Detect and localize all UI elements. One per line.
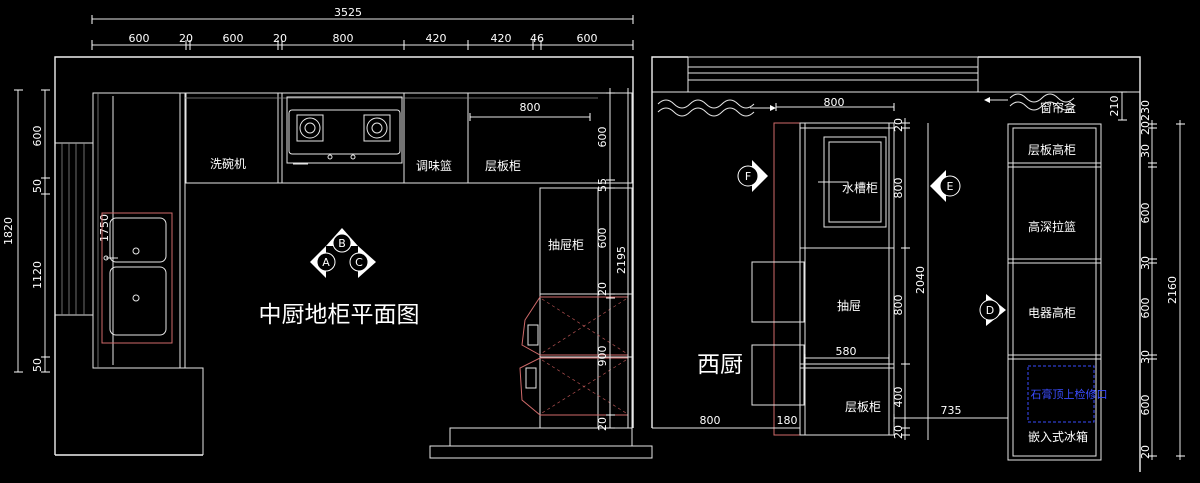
label-dishwasher: 洗碗机: [210, 156, 246, 171]
label-curtain-box: 窗帘盒: [1040, 100, 1076, 115]
west-top-dim: 800: [824, 96, 845, 109]
dim-seg-8: 46: [530, 32, 544, 45]
mid-right-dim-7: 20: [596, 417, 609, 431]
west-col-dim-1: 20: [892, 118, 905, 132]
dim-seg-7: 420: [491, 32, 512, 45]
view-marker-d: D: [979, 294, 1006, 326]
mid-right-dim-3: 600: [596, 228, 609, 249]
middle-kitchen-plan: 800 洗碗机 调味篮 层板柜 抽屉柜 600 55 600: [54, 56, 653, 459]
west-right-dim-7: 30: [1139, 350, 1152, 364]
dim-seg-5: 800: [333, 32, 354, 45]
marker-a: A: [322, 256, 330, 269]
west-right-dim-1: 20: [1139, 121, 1152, 135]
dim-left-seg-1: 600: [31, 126, 44, 147]
west-col-dim-2: 800: [892, 178, 905, 199]
dim-left-total: 1820: [2, 217, 15, 245]
marker-d: D: [986, 304, 994, 317]
west-dim-580: 580: [836, 345, 857, 358]
dim-left-seg-2: 50: [31, 179, 44, 193]
west-col-dim-5: 400: [892, 387, 905, 408]
dim-seg-4: 20: [273, 32, 287, 45]
west-right-dim-4: 600: [1139, 203, 1152, 224]
label-drawer: 抽屉: [837, 299, 861, 313]
view-marker-abc: B A C: [310, 228, 376, 278]
label-seasoning: 调味篮: [416, 158, 452, 173]
label-shelf-cabinet: 层板柜: [485, 159, 521, 173]
west-right-dim-3: 230: [1139, 100, 1152, 121]
label-fridge: 嵌入式冰箱: [1028, 429, 1088, 444]
marker-c: C: [355, 256, 363, 269]
label-deep-basket: 高深拉篮: [1028, 219, 1076, 234]
left-dimensions: 1820 600 50 1120 50 1750: [2, 89, 114, 373]
top-dimensions: 3525 600 20 600 20 800 420 420 46 600: [91, 6, 634, 50]
shelf-dim-800: 800: [520, 101, 541, 114]
dim-left-inner: 1750: [98, 214, 111, 242]
west-dim-180: 180: [777, 414, 798, 427]
mid-right-dim-6: 900: [596, 346, 609, 367]
mid-right-dim-4: 2195: [615, 246, 628, 274]
west-col-dim-6: 20: [892, 425, 905, 439]
plan-title: 中厨地柜平面图: [259, 302, 420, 328]
dim-seg-1: 600: [129, 32, 150, 45]
dim-left-seg-3: 1120: [31, 261, 44, 289]
west-right-dim-5: 30: [1139, 256, 1152, 270]
dim-seg-9: 600: [577, 32, 598, 45]
label-west-shelf: 层板柜: [845, 400, 881, 414]
mid-right-dim-2: 55: [596, 178, 609, 192]
dim-seg-6: 420: [426, 32, 447, 45]
dim-seg-2: 20: [179, 32, 193, 45]
mid-right-dim-5: 20: [596, 282, 609, 296]
label-drawer-cabinet: 抽屉柜: [548, 238, 584, 252]
west-right-dim-2: 30: [1139, 144, 1152, 158]
west-right-dim-6: 600: [1139, 298, 1152, 319]
label-sink-cabinet: 水槽柜: [842, 181, 878, 195]
dim-seg-3: 600: [223, 32, 244, 45]
mid-right-dim-1: 600: [596, 127, 609, 148]
west-col-dim-4: 800: [892, 295, 905, 316]
marker-e: E: [947, 180, 954, 193]
west-dim-210: 210: [1108, 96, 1121, 117]
label-tall-shelf: 层板高柜: [1028, 142, 1076, 157]
west-dim-800-left: 800: [700, 414, 721, 427]
label-access-panel-note: 石膏顶上检修口: [1031, 387, 1108, 401]
view-marker-f: F: [737, 160, 768, 192]
west-dim-735: 735: [941, 404, 962, 417]
dim-total-width: 3525: [334, 6, 362, 19]
west-kitchen-plan: 窗帘盒 800 水槽柜 抽屉 层板柜 580 800 180: [651, 56, 1185, 472]
marker-b: B: [338, 237, 346, 250]
label-appliance-tall: 电器高柜: [1028, 305, 1076, 320]
west-right-dim-9: 20: [1139, 445, 1152, 459]
marker-f: F: [745, 170, 751, 183]
west-right-dim-8: 600: [1139, 395, 1152, 416]
west-title: 西厨: [697, 352, 743, 378]
view-marker-e: E: [930, 170, 961, 202]
west-right-total: 2160: [1166, 276, 1179, 304]
dim-left-seg-4: 50: [31, 358, 44, 372]
west-col-dim-3: 2040: [914, 266, 927, 294]
